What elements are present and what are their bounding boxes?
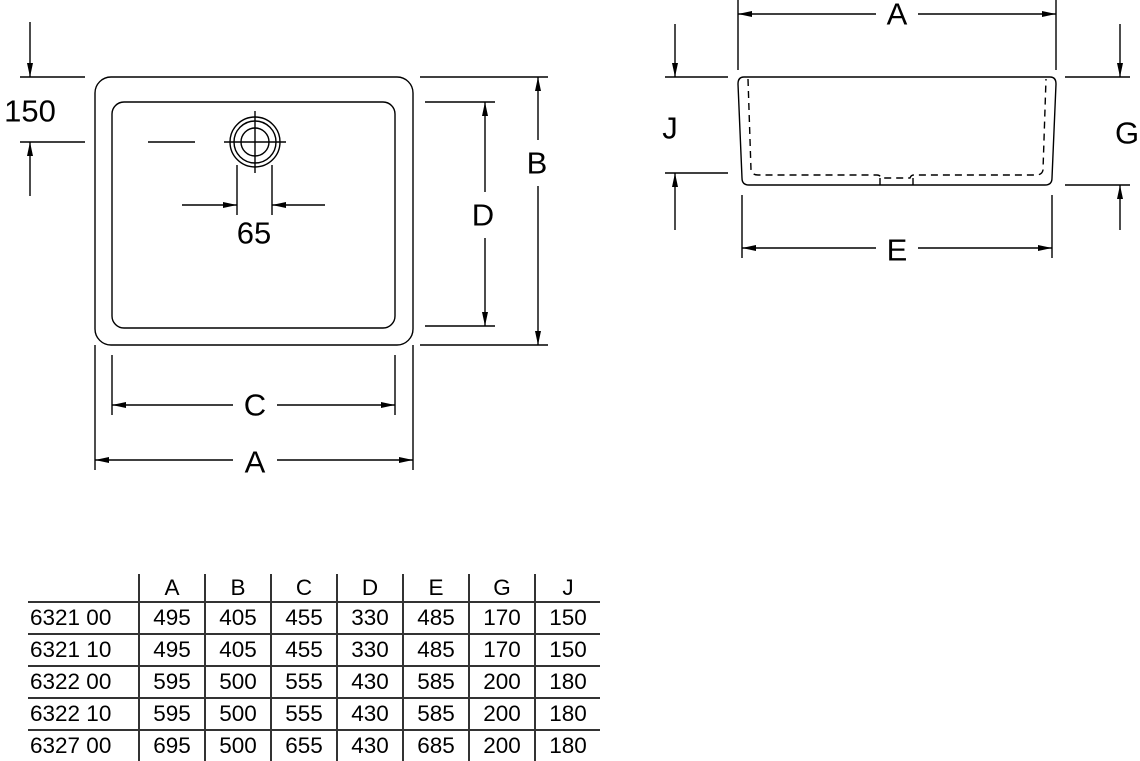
dimension-cell-a: 695 xyxy=(138,729,205,761)
model-number-cell: 6321 10 xyxy=(28,633,139,666)
dimension-cell-a: 595 xyxy=(138,697,205,730)
model-number-cell: 6327 00 xyxy=(28,729,139,761)
dimension-cell-c: 655 xyxy=(270,729,337,761)
dimension-j-label: J xyxy=(662,111,678,146)
dimension-cell-d: 330 xyxy=(336,633,403,666)
dimension-cell-b: 500 xyxy=(204,729,271,761)
dimension-cell-b: 500 xyxy=(204,697,271,730)
dimension-cell-b: 405 xyxy=(204,633,271,666)
dimension-cell-a: 495 xyxy=(138,633,205,666)
column-header-a: A xyxy=(138,574,205,602)
technical-drawing: 65 150 B D C A xyxy=(4,0,1139,480)
sink-side-view: A J G E xyxy=(662,0,1139,268)
dimension-cell-e: 585 xyxy=(402,697,469,730)
sink-top-view: 65 150 B D C A xyxy=(4,22,548,480)
sink-hidden-inner-outline xyxy=(747,78,1047,179)
dimension-cell-a: 595 xyxy=(138,665,205,698)
model-number-cell: 6322 10 xyxy=(28,697,139,730)
dimension-b-label: B xyxy=(527,146,548,181)
drain-icon xyxy=(224,111,286,173)
dimension-cell-j: 150 xyxy=(534,601,600,634)
model-number-cell: 6321 00 xyxy=(28,601,139,634)
dimension-g-label: G xyxy=(1115,116,1139,151)
dimension-cell-j: 180 xyxy=(534,697,600,730)
dimension-cell-j: 180 xyxy=(534,665,600,698)
dimension-cell-c: 455 xyxy=(270,633,337,666)
dimension-a-label: A xyxy=(245,445,266,480)
dimension-cell-d: 330 xyxy=(336,601,403,634)
dimension-cell-j: 150 xyxy=(534,633,600,666)
dimension-cell-c: 555 xyxy=(270,665,337,698)
column-header-j: J xyxy=(534,574,600,602)
dimension-cell-b: 500 xyxy=(204,665,271,698)
table-header-corner xyxy=(28,574,139,602)
sink-side-outline xyxy=(737,76,1057,186)
dimension-cell-g: 170 xyxy=(468,633,535,666)
column-header-d: D xyxy=(336,574,403,602)
dimension-cell-c: 455 xyxy=(270,601,337,634)
dimension-150-label: 150 xyxy=(4,94,56,129)
sink-basin-outline xyxy=(111,101,396,329)
dimension-cell-g: 170 xyxy=(468,601,535,634)
dimension-cell-e: 685 xyxy=(402,729,469,761)
column-header-b: B xyxy=(204,574,271,602)
table-header-row: A B C D E G J xyxy=(28,574,600,602)
dimension-cell-g: 200 xyxy=(468,729,535,761)
dimension-cell-e: 485 xyxy=(402,633,469,666)
column-header-c: C xyxy=(270,574,337,602)
dimension-c-label: C xyxy=(244,388,266,423)
dimension-cell-e: 485 xyxy=(402,601,469,634)
dimension-cell-g: 200 xyxy=(468,665,535,698)
column-header-g: G xyxy=(468,574,535,602)
dimension-cell-j: 180 xyxy=(534,729,600,761)
column-header-e: E xyxy=(402,574,469,602)
dimension-cell-d: 430 xyxy=(336,729,403,761)
dimension-cell-a: 495 xyxy=(138,601,205,634)
dimension-65-label: 65 xyxy=(237,216,271,251)
dimension-cell-d: 430 xyxy=(336,697,403,730)
dimension-cell-b: 405 xyxy=(204,601,271,634)
dimension-cell-c: 555 xyxy=(270,697,337,730)
sink-outer-outline xyxy=(94,76,414,346)
dimension-e-label: E xyxy=(887,233,908,268)
model-number-cell: 6322 00 xyxy=(28,665,139,698)
dimension-cell-d: 430 xyxy=(336,665,403,698)
dimension-cell-g: 200 xyxy=(468,697,535,730)
side-dimension-a-label: A xyxy=(887,0,908,32)
dimension-d-label: D xyxy=(472,198,494,233)
dimension-cell-e: 585 xyxy=(402,665,469,698)
